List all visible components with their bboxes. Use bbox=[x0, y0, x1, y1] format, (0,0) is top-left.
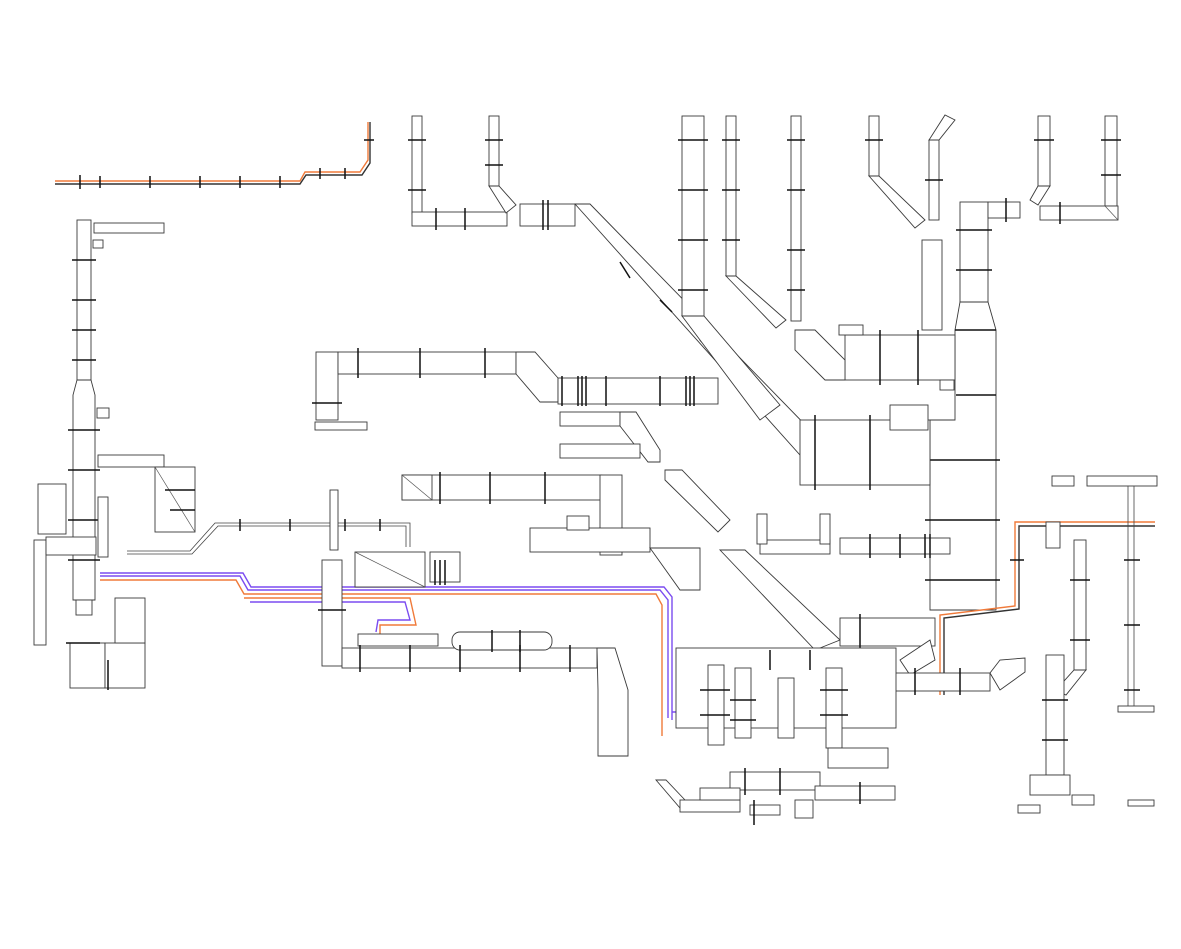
duct-mid-right bbox=[718, 513, 1026, 695]
duct-right-lower bbox=[1017, 521, 1095, 814]
duct-right-trunk bbox=[921, 198, 1021, 611]
pipe-run-right bbox=[939, 521, 1155, 695]
duct-top-verticals bbox=[678, 114, 956, 421]
duct-lower-central bbox=[318, 489, 629, 757]
pipe-run-top-left bbox=[55, 122, 374, 189]
pipe-branch-left bbox=[127, 519, 411, 555]
duct-bottom-cluster bbox=[655, 768, 896, 825]
duct-middle-left bbox=[312, 348, 719, 463]
pipe-far-right bbox=[1051, 475, 1158, 807]
duct-left-trunk bbox=[33, 219, 196, 646]
duct-center-branch bbox=[401, 469, 731, 591]
duct-bottom-center bbox=[675, 647, 897, 769]
duct-right-connectors bbox=[794, 324, 956, 490]
duct-bottom-left-outlet bbox=[66, 597, 146, 690]
duct-top-right bbox=[1029, 115, 1121, 224]
